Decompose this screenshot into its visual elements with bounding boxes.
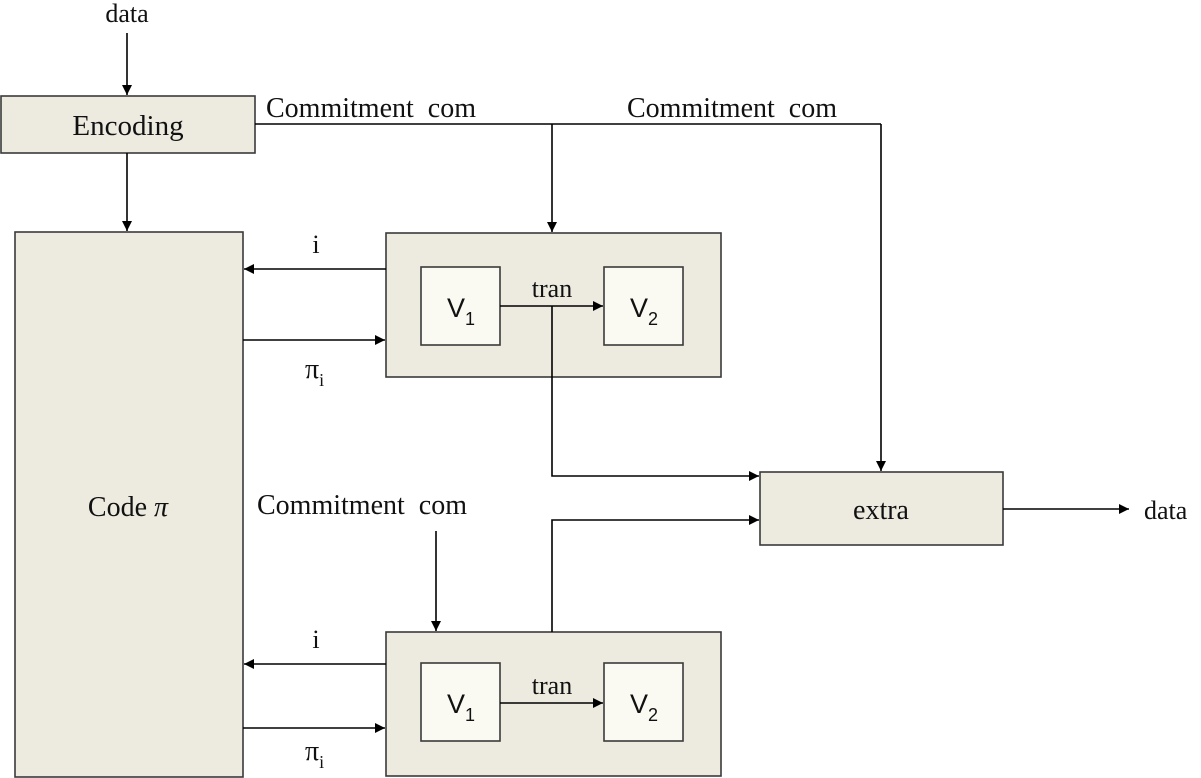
pi-subscript-bottom: i [319, 752, 324, 772]
v1-subscript-top: 1 [465, 309, 475, 329]
verifier-bottom-to-extra-arrow [551, 515, 759, 632]
tran-label-top: tran [532, 274, 572, 303]
encoding-box [0, 95, 256, 154]
pi-subscript-top: i [319, 370, 324, 390]
pi-symbol-bottom: π [305, 736, 319, 767]
v2-subscript-top: 2 [648, 309, 658, 329]
v2-letter-bottom: V [630, 689, 648, 719]
v1-box-bottom [420, 662, 501, 742]
v1-letter-top: V [447, 293, 465, 323]
commitment-label-2: Commitment com [627, 93, 837, 124]
v1-label-bottom: V1 [447, 689, 475, 725]
v2-subscript-bottom: 2 [648, 705, 658, 725]
extra-label: extra [853, 495, 910, 526]
i-label-top: i [312, 230, 319, 259]
pi-label-bottom: πi [305, 736, 324, 772]
data-in-label: data [105, 0, 149, 28]
tran-label-bottom: tran [532, 671, 572, 700]
v2-letter-top: V [630, 293, 648, 323]
code-label-prefix: Code [88, 492, 154, 523]
extra-box [759, 471, 1004, 546]
i-label-bottom: i [312, 625, 319, 654]
code-box [14, 231, 244, 778]
data-out-label: data [1144, 496, 1188, 525]
encoding-label: Encoding [72, 110, 183, 142]
v2-label-bottom: V2 [630, 689, 658, 725]
code-label-symbol: π [154, 492, 169, 523]
pi-symbol-top: π [305, 354, 319, 385]
v1-box-top [420, 266, 501, 346]
commitment-label-1: Commitment com [266, 93, 476, 124]
v1-letter-bottom: V [447, 689, 465, 719]
v2-box-bottom [603, 662, 684, 742]
v2-label-top: V2 [630, 293, 658, 329]
commitment-label-3: Commitment com [257, 490, 467, 521]
v1-label-top: V1 [447, 293, 475, 329]
v2-box-top [603, 266, 684, 346]
v1-subscript-bottom: 1 [465, 705, 475, 725]
code-label: Code π [88, 492, 169, 523]
tran-to-extra-top-arrow [551, 306, 759, 481]
pi-label-top: πi [305, 354, 324, 390]
